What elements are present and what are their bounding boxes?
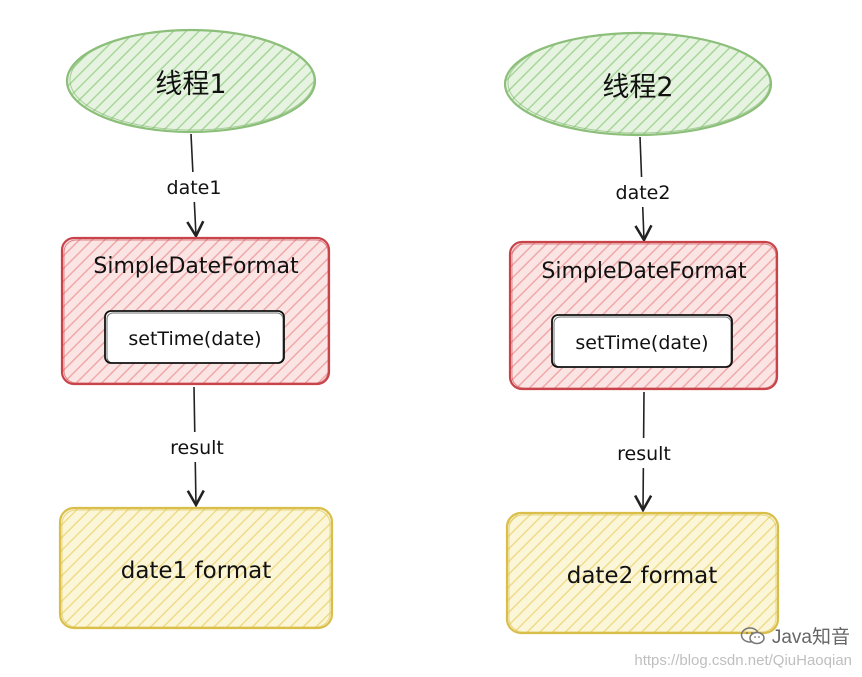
settime1-label: setTime(date) xyxy=(128,328,261,350)
edge-label-date1: date1 xyxy=(167,177,222,199)
output2-box xyxy=(505,511,780,635)
output2-label: date2 format xyxy=(567,563,718,589)
watermark-name: Java知音 xyxy=(771,627,850,648)
right-flow: 线程2 date2 SimpleDateFormat setTime(date)… xyxy=(503,31,780,635)
settime2-label: setTime(date) xyxy=(575,332,708,354)
formatter1-label: SimpleDateFormat xyxy=(93,254,299,279)
edge-label-result2: result xyxy=(617,443,671,465)
watermark: Java知音 xyxy=(740,622,850,649)
wechat-icon xyxy=(740,626,765,644)
output1-box xyxy=(58,506,334,630)
output1-label: date1 format xyxy=(121,558,272,584)
edge-label-date2: date2 xyxy=(616,182,671,204)
edge-label-result1: result xyxy=(170,437,224,459)
watermark-url: https://blog.csdn.net/QiuHaoqian xyxy=(634,652,852,669)
formatter2-label: SimpleDateFormat xyxy=(541,259,747,284)
thread2-label: 线程2 xyxy=(602,72,673,103)
thread1-label: 线程1 xyxy=(155,69,226,100)
left-flow: 线程1 date1 SimpleDateFormat setTime(date)… xyxy=(58,28,334,630)
